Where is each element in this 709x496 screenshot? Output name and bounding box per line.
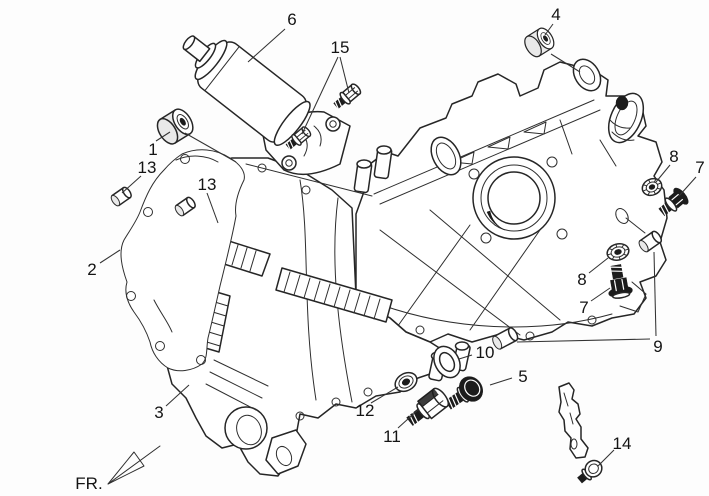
callout-2-leader-1 (99, 249, 121, 264)
callout-8b-leader-1 (588, 257, 609, 274)
callout-7b-leader-1 (590, 287, 611, 302)
stay-bracket-14 (558, 382, 589, 459)
callout-14-leader-1 (597, 449, 615, 467)
callout-8b: 8 (577, 270, 586, 289)
dowel-pin-13b (174, 196, 196, 217)
callout-10-leader-1 (458, 354, 473, 360)
callout-11: 11 (383, 427, 401, 446)
damper-bushing-1 (156, 108, 194, 145)
damper-bushing-4 (524, 27, 555, 58)
callout-6: 6 (287, 10, 296, 29)
callout-5: 5 (518, 367, 527, 386)
star-washer-8b (606, 243, 630, 261)
callout-12-leader-1 (370, 386, 399, 404)
callout-5-leader-1 (489, 377, 513, 386)
starter-motor (182, 35, 311, 146)
fr-arrow (107, 445, 161, 485)
callout-13b: 13 (198, 175, 217, 194)
callout-7a-leader-1 (678, 176, 697, 197)
callout-1: 1 (148, 140, 157, 159)
flange-bolt-11 (406, 387, 450, 426)
callout-10: 10 (476, 343, 495, 362)
leader-lines-layer (99, 23, 697, 467)
bracket-bolt-14 (577, 459, 603, 484)
flange-bolt-7a (658, 187, 689, 217)
callout-8a-leader-1 (655, 164, 671, 183)
dowel-pin-13a (110, 186, 132, 207)
callout-1-leader-2 (184, 132, 237, 163)
callout-9-leader-1 (653, 251, 657, 337)
callout-7a: 7 (695, 158, 704, 177)
washer-8a (641, 177, 663, 197)
crankcase-gasket (120, 149, 245, 372)
callout-1-leader-1 (155, 131, 171, 142)
callout-14: 14 (613, 434, 632, 453)
mounting-bolt-15b (285, 126, 312, 151)
callout-3: 3 (154, 403, 163, 422)
callout-8a: 8 (669, 147, 678, 166)
callout-4-leader-2 (550, 53, 581, 73)
mounting-bolt-15a (333, 83, 362, 110)
callout-15-leader-1 (339, 56, 350, 94)
callout-13b-leader-1 (206, 192, 219, 224)
dowel-pin-9b (492, 327, 519, 350)
callout-4: 4 (551, 5, 560, 24)
callout-2: 2 (87, 260, 96, 279)
callout-9-leader-2 (516, 338, 651, 343)
dowel-pin-9a (638, 230, 663, 253)
callout-9: 9 (653, 337, 662, 356)
oil-drain-bolt-5 (444, 376, 483, 410)
fr-label: FR. (75, 474, 102, 493)
crankcase-right-half (353, 58, 668, 343)
callout-4-leader-1 (544, 23, 554, 36)
callout-13a: 13 (138, 158, 157, 177)
o-ring-10 (433, 345, 461, 379)
callout-3-leader-1 (165, 384, 190, 407)
flange-bolt-7b (608, 264, 633, 299)
callout-7b: 7 (579, 298, 588, 317)
callout-6-leader-1 (247, 28, 286, 63)
callout-13a-leader-1 (121, 175, 142, 194)
callout-12: 12 (356, 401, 375, 420)
callout-15: 15 (331, 38, 350, 57)
callout-11-leader-1 (397, 408, 420, 429)
callout-15-leader-2 (301, 56, 339, 135)
